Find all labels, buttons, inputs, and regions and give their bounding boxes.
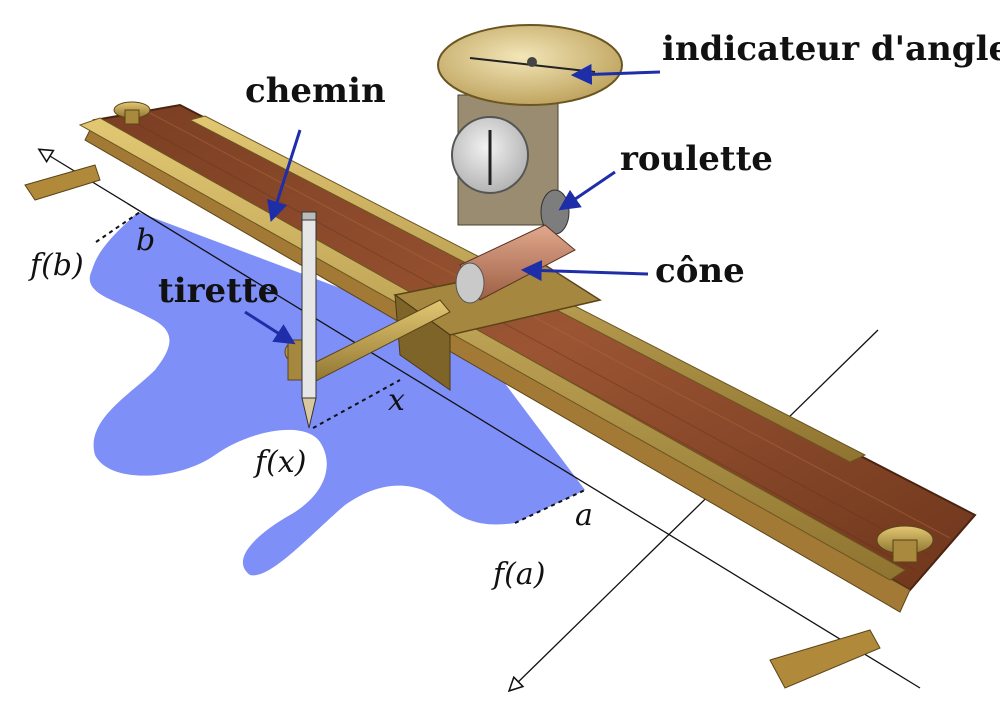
area-under-curve (89, 212, 585, 576)
dash-fa-a (514, 489, 586, 524)
label-chemin: chemin (245, 71, 386, 111)
left-knob-stem (124, 109, 140, 125)
arrow-chemin (267, 129, 302, 223)
pencil-tip (301, 397, 317, 429)
label-cone: cône (655, 251, 745, 291)
cone-base (455, 262, 485, 304)
left-foot (24, 164, 101, 201)
math-fa: f(a) (491, 557, 545, 592)
arrow-cone (520, 260, 649, 282)
math-b: b (136, 223, 155, 258)
right-knob-stem (892, 539, 918, 563)
math-fb: f(b) (28, 248, 84, 283)
right-foot (769, 629, 881, 689)
math-x: x (388, 383, 405, 418)
pencil-cap (301, 211, 317, 221)
dash-fb-b (95, 211, 141, 243)
math-a: a (575, 498, 593, 533)
pencil (301, 217, 317, 399)
label-indicateur-angle: indicateur d'angle (662, 29, 1000, 69)
arrow-indicateur (570, 63, 661, 85)
tirette-grip (287, 339, 303, 381)
x-axis-line (510, 329, 879, 690)
math-fx: f(x) (253, 445, 306, 480)
arrow-roulette (558, 170, 616, 211)
dash-x (312, 379, 401, 429)
label-tirette: tirette (158, 271, 279, 311)
arrow-tirette (244, 310, 296, 345)
angle-indicator-hub (527, 57, 537, 67)
y-axis-line (40, 150, 921, 689)
wood-grain-1 (129, 119, 931, 556)
brass-rail (78, 117, 906, 581)
label-roulette: roulette (620, 139, 773, 179)
